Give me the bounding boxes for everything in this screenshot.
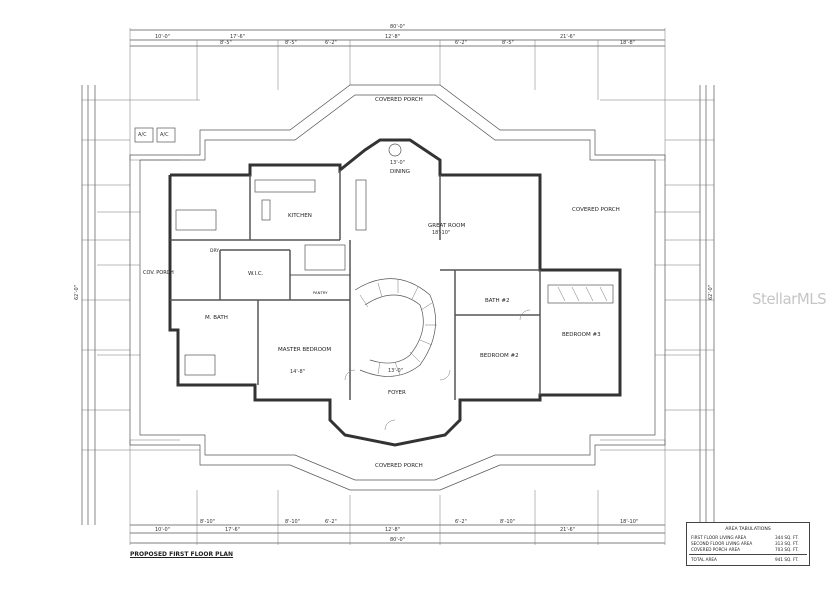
dim-dining: 13'-0" <box>390 160 405 166</box>
area-tabulations-heading: AREA TABULATIONS <box>725 527 771 532</box>
dim-top2-5: 6'-2" <box>455 40 467 46</box>
dim-bottom2-5: 6'-2" <box>455 519 467 525</box>
dim-top2-4: 8'-5" <box>502 40 514 46</box>
dim-bottom2-3: 6'-2" <box>325 519 337 525</box>
dim-side-left: 62'-0" <box>74 285 80 300</box>
dim-top2-2: 8'-5" <box>285 40 297 46</box>
ac-units: A/C A/C <box>134 127 176 143</box>
label-covered-porch-bottom: COVERED PORCH <box>375 463 423 469</box>
label-laundry: DRY <box>210 248 219 254</box>
dim-top-2: 17'-6" <box>230 34 245 40</box>
label-master-bedroom: MASTER BEDROOM <box>278 347 331 353</box>
dim-master-bedroom: 14'-8" <box>290 369 305 375</box>
dim-bottom-5: 18'-10" <box>620 519 638 525</box>
dim-top2-1: 8'-5" <box>220 40 232 46</box>
dimension-grid <box>81 28 715 545</box>
porch-outlines <box>129 84 666 491</box>
label-kitchen: KITCHEN <box>288 213 312 219</box>
dim-bottom-4: 21'-6" <box>560 527 575 533</box>
dim-bottom2-1: 8'-10" <box>200 519 215 525</box>
label-bedroom-2: BEDROOM #2 <box>480 353 519 359</box>
area-row-value: 313 SQ. FT. <box>775 541 799 546</box>
dim-bottom-3: 12'-8" <box>385 527 400 533</box>
dim-overall-bottom: 80'-0" <box>390 537 405 543</box>
svg-text:A/C: A/C <box>160 132 169 138</box>
total-area-label: TOTAL AREA <box>691 557 717 562</box>
label-pantry: PANTRY <box>313 290 328 295</box>
label-cov-porch-left: COV. PORCH <box>143 270 174 276</box>
area-row-label: FIRST FLOOR LIVING AREA <box>691 535 747 540</box>
dim-bottom2-2: 8'-10" <box>285 519 300 525</box>
closet-details <box>344 143 614 431</box>
label-covered-porch-right: COVERED PORCH <box>572 207 620 213</box>
stair <box>354 278 437 377</box>
dim-great-room: 18'-10" <box>432 230 450 236</box>
dim-top-4: 21'-6" <box>560 34 575 40</box>
label-dining: DINING <box>390 169 410 175</box>
svg-text:A/C: A/C <box>138 132 147 138</box>
dim-bottom2-4: 8'-10" <box>500 519 515 525</box>
area-tabulations-table: AREA TABULATIONS FIRST FLOOR LIVING AREA… <box>686 522 810 566</box>
plan-title: PROPOSED FIRST FLOOR PLAN <box>130 551 234 558</box>
dim-side-right: 62'-0" <box>708 285 714 300</box>
divider <box>689 554 807 555</box>
dim-top-5: 18'-8" <box>620 40 635 46</box>
total-area-value: 941 SQ. FT. <box>775 557 799 562</box>
exterior-walls <box>168 138 622 447</box>
label-foyer: FOYER <box>388 390 406 396</box>
dim-overall-top: 80'-0" <box>390 24 405 30</box>
dim-bottom-1: 10'-0" <box>155 527 170 533</box>
watermark: StellarMLS <box>752 290 826 308</box>
area-row-value: 703 SQ. FT. <box>775 547 799 552</box>
label-m-bath: M. BATH <box>205 315 228 321</box>
label-great-room: GREAT ROOM <box>428 223 465 229</box>
dim-top-1: 10'-0" <box>155 34 170 40</box>
area-row-label: COVERED PORCH AREA <box>691 547 740 552</box>
area-row-value: 344 SQ. FT. <box>775 535 799 540</box>
label-bedroom-3: BEDROOM #3 <box>562 332 601 338</box>
label-wic: W.I.C. <box>248 271 264 277</box>
dim-bottom-2: 17'-6" <box>225 527 240 533</box>
dim-foyer: 13'-0" <box>388 368 403 374</box>
dim-top2-3: 6'-2" <box>325 40 337 46</box>
area-row-label: SECOND FLOOR LIVING AREA <box>691 541 753 546</box>
dim-top-3: 12'-8" <box>385 34 400 40</box>
label-covered-porch-top: COVERED PORCH <box>375 97 423 103</box>
interior-walls <box>170 170 541 400</box>
label-bath-2: BATH #2 <box>485 298 509 304</box>
